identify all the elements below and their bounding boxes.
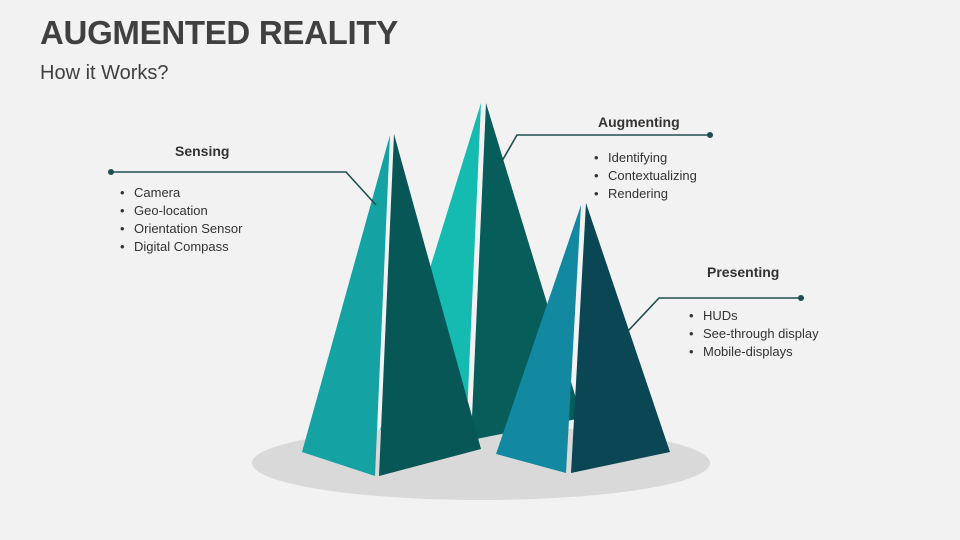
sensing-connector: [111, 171, 377, 206]
presenting-pyramid: [496, 203, 670, 473]
augmenting-heading: Augmenting: [598, 114, 680, 130]
sensing-pyramid-light-face: [302, 135, 390, 476]
sensing-heading: Sensing: [175, 143, 230, 159]
presenting-connector-dot: [798, 295, 804, 301]
presenting-list: HUDs See-through display Mobile-displays: [687, 307, 819, 361]
sensing-pyramid: [302, 134, 481, 476]
page-subtitle: How it Works?: [40, 62, 169, 84]
list-item: See-through display: [687, 325, 819, 343]
presenting-pyramid-light-face: [496, 205, 581, 473]
augmenting-list: Identifying Contextualizing Rendering: [592, 149, 697, 203]
list-item: Orientation Sensor: [118, 220, 242, 238]
list-item: Identifying: [592, 149, 697, 167]
list-item: Digital Compass: [118, 238, 242, 256]
sensing-pyramid-dark-face: [379, 134, 481, 476]
presenting-heading: Presenting: [707, 264, 780, 280]
list-item: HUDs: [687, 307, 819, 325]
presenting-connector: [627, 297, 801, 332]
list-item: Geo-location: [118, 202, 242, 220]
list-item: Rendering: [592, 185, 697, 203]
sensing-list: Camera Geo-location Orientation Sensor D…: [118, 184, 242, 256]
sensing-connector-dot: [108, 169, 114, 175]
list-item: Camera: [118, 184, 242, 202]
page-title: AUGMENTED REALITY: [40, 14, 398, 51]
augmenting-connector-dot: [707, 132, 713, 138]
presenting-pyramid-dark-face: [571, 203, 670, 473]
augmenting-connector: [501, 134, 710, 162]
list-item: Mobile-displays: [687, 343, 819, 361]
list-item: Contextualizing: [592, 167, 697, 185]
